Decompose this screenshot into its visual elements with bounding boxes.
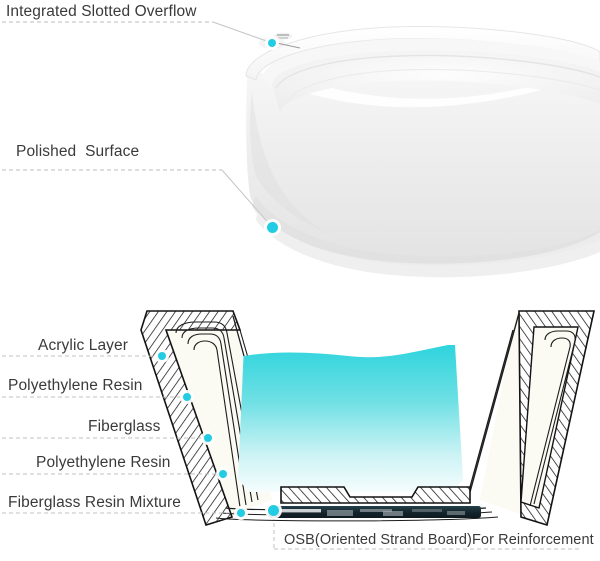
callout-dot-osb[interactable]	[268, 505, 279, 516]
bathtub-photo	[245, 26, 600, 278]
callout-dot-pe-resin-inner[interactable]	[219, 470, 227, 478]
callout-label-polished: Polished Surface	[16, 143, 140, 160]
callout-dot-overflow[interactable]	[268, 39, 276, 47]
callout-dot-pe-resin-outer[interactable]	[183, 393, 191, 401]
callout-label-pe-resin-inner: Polyethylene Resin	[36, 454, 171, 471]
callout-dot-fg-resin-mix[interactable]	[237, 509, 245, 517]
layer-callout-leaders	[2, 355, 580, 550]
water	[238, 345, 463, 492]
callout-label-osb: OSB(Oriented Strand Board)For Reinforcem…	[284, 532, 594, 548]
cross-section	[140, 310, 595, 527]
callout-dot-fiberglass[interactable]	[204, 434, 212, 442]
callout-dot-polished[interactable]	[267, 222, 278, 233]
photo-callout-leaders	[2, 21, 273, 228]
callout-dot-acrylic[interactable]	[158, 352, 166, 360]
osb-board	[268, 506, 481, 518]
right-wall	[466, 310, 595, 527]
callout-label-acrylic: Acrylic Layer	[38, 337, 129, 354]
callout-label-fiberglass: Fiberglass	[88, 418, 161, 435]
callout-label-fg-resin-mix: Fiberglass Resin Mixture	[8, 494, 181, 511]
callout-label-overflow: Integrated Slotted Overflow	[6, 3, 197, 20]
callout-label-pe-resin-outer: Polyethylene Resin	[8, 377, 143, 394]
